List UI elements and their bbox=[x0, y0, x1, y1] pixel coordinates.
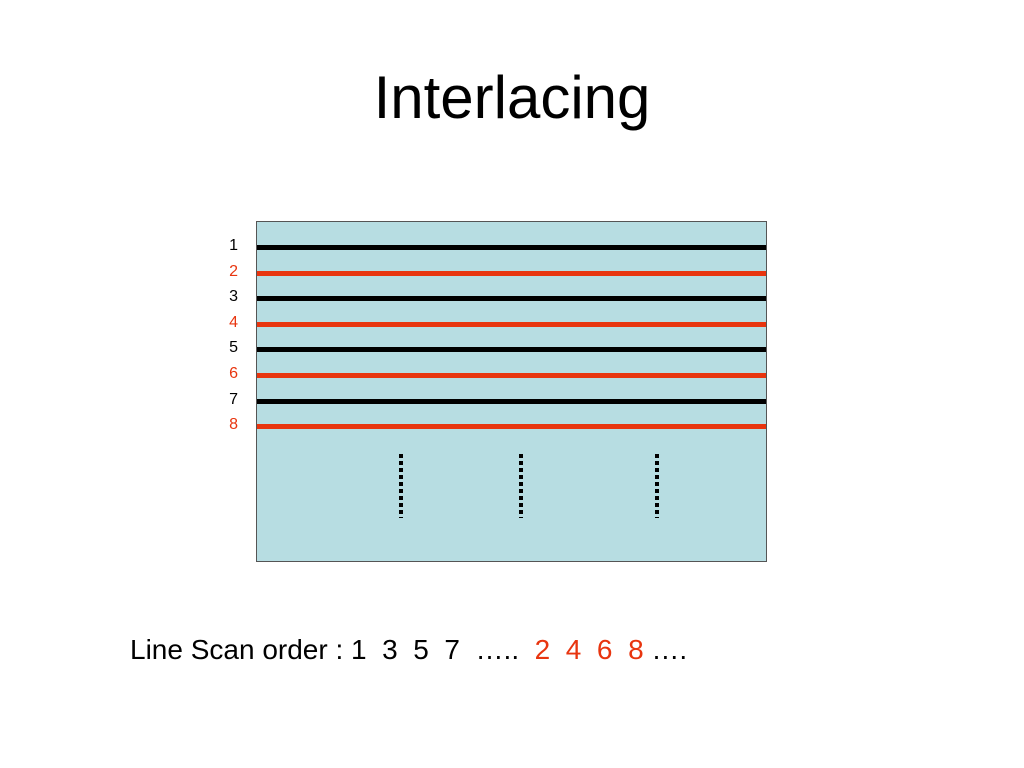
scan-line-1 bbox=[257, 245, 766, 250]
scan-line-5 bbox=[257, 347, 766, 353]
continuation-dots-middle bbox=[519, 454, 523, 518]
slide-title: Interlacing bbox=[373, 64, 651, 131]
continuation-dots-right bbox=[655, 454, 659, 518]
scan-line-8 bbox=[257, 424, 766, 430]
line-label-8: 8 bbox=[229, 416, 238, 434]
continuation-dots-left bbox=[399, 454, 403, 518]
scan-line-3 bbox=[257, 296, 766, 302]
scan-line-7 bbox=[257, 398, 766, 404]
line-label-4: 4 bbox=[229, 313, 238, 331]
line-label-5: 5 bbox=[229, 339, 238, 357]
scan-line-6 bbox=[257, 373, 766, 378]
scan-order-suffix: …. bbox=[643, 634, 688, 665]
interlaced-screen bbox=[256, 221, 767, 562]
line-label-1: 1 bbox=[229, 237, 238, 254]
line-label-3: 3 bbox=[229, 288, 238, 306]
scan-line-2 bbox=[257, 270, 766, 276]
line-label-7: 7 bbox=[229, 390, 238, 408]
scan-order-prefix: Line Scan order : 1 3 5 7 ….. bbox=[130, 634, 535, 665]
line-label-6: 6 bbox=[229, 365, 238, 382]
line-label-2: 2 bbox=[229, 262, 238, 280]
scan-order-text: Line Scan order : 1 3 5 7 ….. 2 4 6 8 …. bbox=[130, 632, 687, 668]
scan-line-4 bbox=[257, 321, 766, 327]
scan-order-even-lines: 2 4 6 8 bbox=[534, 634, 644, 665]
